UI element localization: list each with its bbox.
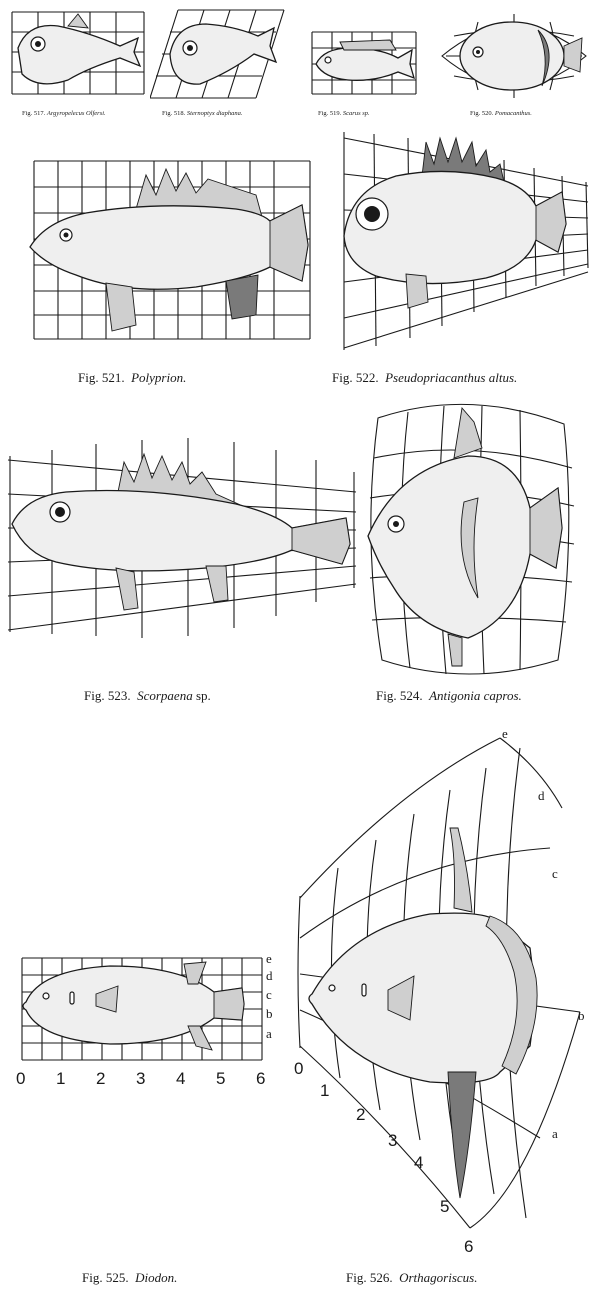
clavus-fin [485, 915, 538, 1075]
y-label: b [266, 1006, 273, 1021]
caption-fig-525: Fig. 525. Diodon. [82, 1270, 178, 1285]
figure-525-diodon: 0 1 2 3 4 5 6 e d c b a [16, 951, 273, 1088]
dorsal-fin [449, 827, 473, 913]
figure-519-scarus [311, 31, 417, 95]
fish-outline [308, 912, 537, 1084]
arc-label: c [552, 866, 558, 881]
caption-fig-522: Fig. 522. Pseudopriacanthus altus. [332, 370, 518, 385]
caption-fig-517: Fig. 517. Argyropelecus Olfersi. [22, 110, 106, 117]
x-label: 0 [16, 1069, 25, 1088]
figure-526-orthagoriscus: 0 1 2 3 4 5 6 e d c b a [294, 728, 585, 1256]
coordinate-grid [33, 160, 311, 340]
fish-outline [22, 965, 245, 1045]
anal-fin [225, 274, 259, 320]
diodon-y-axis-labels: e d c b a [266, 951, 273, 1041]
radial-label: 4 [414, 1153, 423, 1172]
x-label: 3 [136, 1069, 145, 1088]
y-label: a [266, 1026, 272, 1041]
orthagoriscus-arc-labels: e d c b a [502, 728, 585, 1141]
caption-fig-519: Fig. 519. Scarus sp. [318, 110, 370, 117]
figure-522-pseudopriacanthus [343, 132, 589, 350]
figure-523-scorpaena [7, 438, 357, 638]
fish-outline [29, 204, 309, 290]
radial-label: 1 [320, 1081, 329, 1100]
fish-outline [315, 47, 415, 81]
figure-517-argyropelecus [11, 11, 145, 95]
x-label: 5 [216, 1069, 225, 1088]
radial-label: 3 [388, 1131, 397, 1150]
fish-outline [17, 24, 142, 85]
figure-520-pomacanthus [441, 14, 587, 98]
radial-label: 6 [464, 1237, 473, 1256]
fish-outline [169, 23, 278, 85]
x-label: 4 [176, 1069, 185, 1088]
figure-518-sternoptyx [150, 9, 285, 99]
figure-524-antigonia [367, 403, 575, 675]
arc-label: d [538, 788, 545, 803]
caption-fig-521: Fig. 521. Polyprion. [78, 370, 187, 385]
caption-fig-524: Fig. 524. Antigonia capros. [376, 688, 522, 703]
y-label: c [266, 987, 272, 1002]
radial-label: 5 [440, 1197, 449, 1216]
y-label: d [266, 968, 273, 983]
diodon-x-axis-labels: 0 1 2 3 4 5 6 [16, 1069, 265, 1088]
x-label: 6 [256, 1069, 265, 1088]
orthagoriscus-radial-labels: 0 1 2 3 4 5 6 [294, 1059, 473, 1256]
figure-521-polyprion [29, 160, 311, 340]
caption-fig-523: Fig. 523. Scorpaena sp. [84, 688, 211, 703]
caption-fig-520: Fig. 520. Pomacanthus. [470, 110, 532, 117]
anal-fin [447, 1071, 477, 1199]
arc-label: a [552, 1126, 558, 1141]
dorsal-fin [135, 167, 263, 218]
fish-eye-icon [42, 992, 50, 1000]
radial-label: 0 [294, 1059, 303, 1078]
dorsal-fin [453, 406, 483, 459]
radial-label: 2 [356, 1105, 365, 1124]
arc-label: e [502, 728, 508, 741]
caption-fig-526: Fig. 526. Orthagoriscus. [346, 1270, 478, 1285]
x-label: 2 [96, 1069, 105, 1088]
caption-fig-518: Fig. 518. Sternoptyx diaphana. [162, 110, 243, 117]
fish-eye-icon [328, 984, 336, 992]
x-label: 1 [56, 1069, 65, 1088]
y-label: e [266, 951, 272, 966]
arc-label: b [578, 1008, 585, 1023]
fish-eye-icon [324, 56, 332, 64]
